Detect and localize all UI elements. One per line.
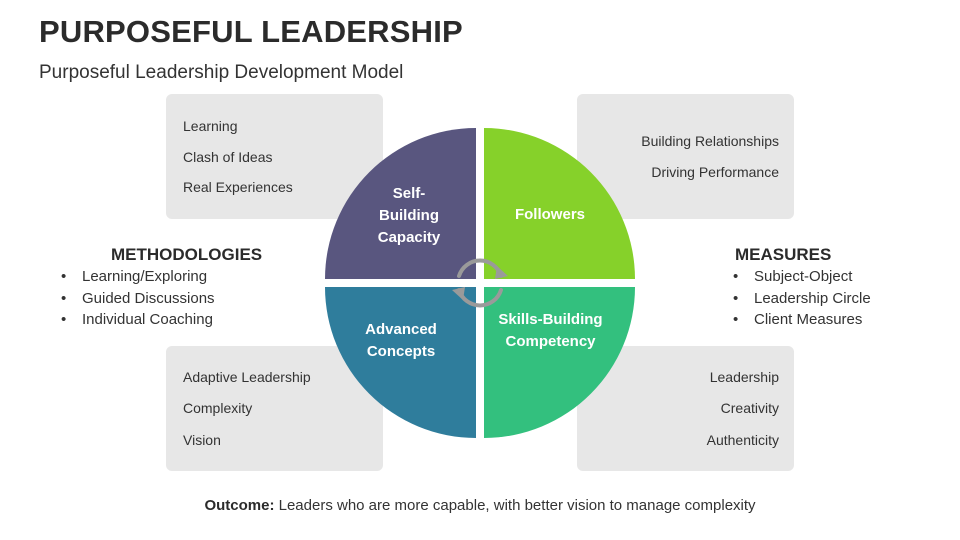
circular-arrows-icon <box>452 258 508 308</box>
outcome-label: Outcome: <box>204 497 275 514</box>
box-item: Learning <box>183 118 238 134</box>
outcome-text: Leaders who are more capable, with bette… <box>274 497 756 514</box>
methodologies-title: METHODOLOGIES <box>111 245 263 264</box>
list-item: Subject-Object <box>730 266 871 288</box>
outcome-statement: Outcome: Leaders who are more capable, w… <box>0 497 960 514</box>
list-item: Client Measures <box>730 309 871 331</box>
box-item: Adaptive Leadership <box>183 369 311 385</box>
box-bottom-left: Adaptive Leadership Complexity Vision <box>166 346 383 471</box>
measures-title: MEASURES <box>735 245 832 264</box>
quadrant-top-left <box>325 128 476 279</box>
box-item: Leadership <box>709 369 779 385</box>
list-item: Individual Coaching <box>58 309 215 331</box>
measures-list: Subject-Object Leadership Circle Client … <box>730 266 871 331</box>
quadrant-label-advanced-concepts: Advanced Concepts <box>365 321 437 360</box>
methodologies-list: Learning/Exploring Guided Discussions In… <box>58 266 215 331</box>
box-item: Building Relationships <box>641 133 779 149</box>
box-item: Driving Performance <box>651 164 779 180</box>
quadrant-top-right <box>484 128 635 279</box>
box-bottom-right: Leadership Creativity Authenticity <box>577 346 794 471</box>
quadrant-bottom-left <box>325 287 476 438</box>
quadrant-label-skills-building: Skills-Building Competency <box>498 311 603 350</box>
box-item: Clash of Ideas <box>183 149 273 165</box>
box-item: Authenticity <box>706 432 779 448</box>
box-top-left: Learning Clash of Ideas Real Experiences <box>166 94 383 219</box>
box-item: Real Experiences <box>183 179 293 195</box>
box-top-right: Building Relationships Driving Performan… <box>577 94 794 219</box>
box-item: Creativity <box>720 400 779 416</box>
box-item: Complexity <box>183 400 253 416</box>
quadrant-label-followers: Followers <box>514 206 585 223</box>
page-subtitle: Purposeful Leadership Development Model <box>39 62 404 83</box>
page-title: PURPOSEFUL LEADERSHIP <box>39 14 463 49</box>
list-item: Guided Discussions <box>58 288 215 310</box>
quadrant-label-self-building: Self- Building Capacity <box>377 185 441 246</box>
quadrant-bottom-right <box>484 287 635 438</box>
list-item: Learning/Exploring <box>58 266 215 288</box>
list-item: Leadership Circle <box>730 288 871 310</box>
box-item: Vision <box>183 432 221 448</box>
